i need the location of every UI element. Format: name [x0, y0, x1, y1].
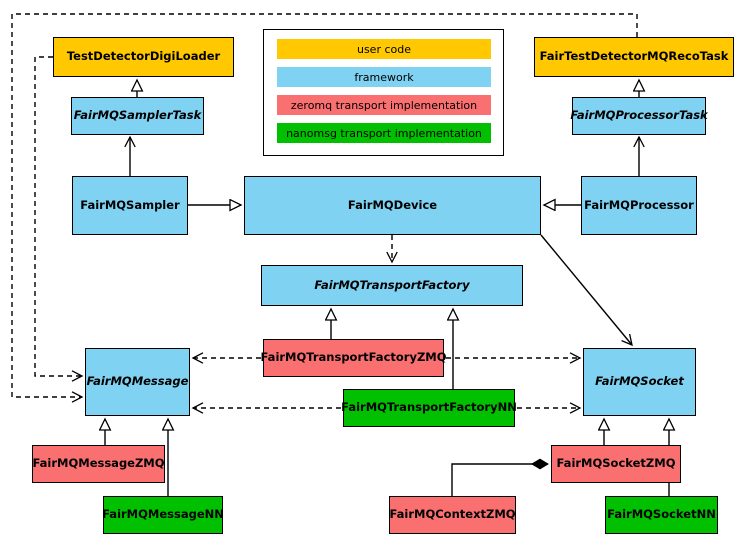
class-box-fair-mq-sampler-task[interactable]: FairMQSamplerTask [71, 97, 204, 135]
class-label: FairMQMessageZMQ [32, 456, 165, 471]
legend-label: nanomsg transport implementation [286, 126, 482, 140]
class-box-fair-mq-socket[interactable]: FairMQSocket [583, 348, 696, 416]
class-label: FairMQSocketZMQ [556, 456, 676, 471]
class-label: FairMQSamplerTask [73, 108, 202, 123]
class-box-fair-mq-transport-factory[interactable]: FairMQTransportFactory [261, 265, 523, 306]
class-box-fair-mq-message-zmq[interactable]: FairMQMessageZMQ [32, 445, 165, 483]
class-label: FairMQDevice [347, 197, 438, 212]
class-label: FairMQSocket [595, 374, 684, 389]
class-box-fair-mq-socket-nn[interactable]: FairMQSocketNN [605, 496, 718, 534]
class-label: FairTestDetectorMQRecoTask [539, 49, 729, 64]
class-label: FairMQProcessor [584, 197, 694, 212]
class-label: FairMQContextZMQ [389, 507, 516, 522]
class-label: FairMQSampler [80, 197, 180, 212]
class-box-fair-mq-transport-factory-zmq[interactable]: FairMQTransportFactoryZMQ [260, 339, 447, 377]
class-box-fair-mq-message-nn[interactable]: FairMQMessageNN [102, 496, 224, 534]
legend-label: user code [356, 42, 412, 56]
legend-item-framework: framework [277, 67, 491, 87]
class-box-fair-mq-message[interactable]: FairMQMessage [85, 348, 190, 416]
class-label: FairMQTransportFactoryNN [341, 400, 517, 415]
edge-device-socket [540, 234, 633, 347]
class-label: FairMQTransportFactory [314, 277, 470, 292]
class-box-fair-mq-context-zmq[interactable]: FairMQContextZMQ [389, 496, 516, 534]
class-box-fair-mq-device[interactable]: FairMQDevice [244, 176, 541, 235]
legend-item-zeromq: zeromq transport implementation [277, 95, 491, 115]
legend-panel: user code framework zeromq transport imp… [263, 29, 504, 156]
class-box-fair-mq-socket-zmq[interactable]: FairMQSocketZMQ [551, 445, 681, 483]
class-label: FairMQMessageNN [102, 507, 224, 522]
legend-label: zeromq transport implementation [290, 98, 478, 112]
class-label: FairMQMessage [86, 374, 189, 389]
class-box-fair-mq-sampler[interactable]: FairMQSampler [72, 176, 188, 235]
legend-label: framework [354, 70, 414, 84]
class-box-fair-mq-transport-factory-nn[interactable]: FairMQTransportFactoryNN [341, 389, 517, 427]
class-box-test-detector-digi-loader[interactable]: TestDetectorDigiLoader [53, 37, 234, 77]
class-label: FairMQTransportFactoryZMQ [260, 350, 447, 365]
class-label: FairMQProcessorTask [570, 108, 708, 123]
class-label: TestDetectorDigiLoader [66, 49, 221, 64]
class-box-fair-mq-processor[interactable]: FairMQProcessor [581, 176, 697, 235]
class-label: FairMQSocketNN [607, 507, 716, 522]
class-box-fair-test-detector-mq-reco-task[interactable]: FairTestDetectorMQRecoTask [534, 37, 734, 77]
legend-item-nanomsg: nanomsg transport implementation [277, 123, 491, 143]
class-box-fair-mq-processor-task[interactable]: FairMQProcessorTask [570, 97, 708, 135]
legend-item-user-code: user code [277, 39, 491, 59]
edge-contextzmq-socketzmq [451, 458, 549, 496]
